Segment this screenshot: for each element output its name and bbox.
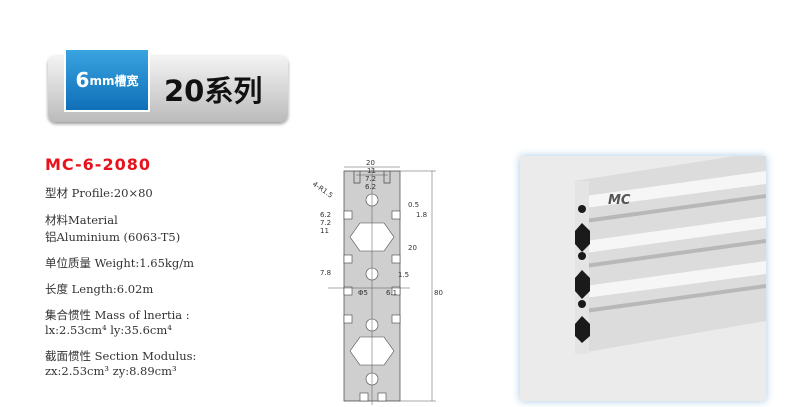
material-label: 材料Material — [45, 213, 118, 227]
material-value: 铝Aluminium (6063-T5) — [45, 230, 181, 244]
dim-7-2: 7.2 — [365, 175, 376, 183]
dim-side-6-2: 6.2 — [320, 211, 331, 219]
profile-spec: 型材 Profile:20×80 — [45, 186, 153, 200]
length-spec: 长度 Length:6.02m — [45, 282, 154, 296]
slot-width-unit: mm槽宽 — [89, 73, 139, 88]
modulus-label: 截面惯性 Section Modulus: — [45, 349, 197, 363]
dim-side-7-2: 7.2 — [320, 219, 331, 227]
weight-spec: 单位质量 Weight:1.65kg/m — [45, 256, 194, 270]
modulus-value: zx:2.53cm³ zy:8.89cm³ — [45, 364, 177, 378]
dim-hole: Φ5 — [358, 289, 368, 297]
dim-1-5: 1.5 — [398, 271, 409, 279]
dim-20: 20 — [366, 159, 375, 167]
model-number: MC-6-2080 — [45, 155, 151, 174]
dim-0-5: 0.5 — [408, 201, 419, 209]
dim-1-8: 1.8 — [416, 211, 427, 219]
slot-width-number: 6 — [75, 68, 90, 92]
dim-pitch-20: 20 — [408, 244, 417, 252]
inertia-label: 集合惯性 Mass of lnertia : — [45, 308, 190, 322]
dim-11: 11 — [367, 167, 376, 175]
inertia-value: lx:2.53cm⁴ ly:35.6cm⁴ — [45, 323, 172, 337]
product-photo: MC — [520, 156, 766, 401]
dim-80: 80 — [434, 289, 443, 297]
dim-6-2: 6.2 — [365, 183, 376, 191]
profile-cross-section-drawing: 20 11 7.2 6.2 4-R1.5 0.5 1.8 6.2 7.2 11 … — [311, 159, 443, 405]
brand-mark: MC — [608, 193, 631, 208]
dim-7-8: 7.8 — [320, 269, 331, 277]
dim-6-1: 6.1 — [386, 289, 397, 297]
dim-radius: 4-R1.5 — [311, 180, 334, 200]
dim-side-11: 11 — [320, 227, 329, 235]
series-title: 20系列 — [164, 74, 263, 108]
